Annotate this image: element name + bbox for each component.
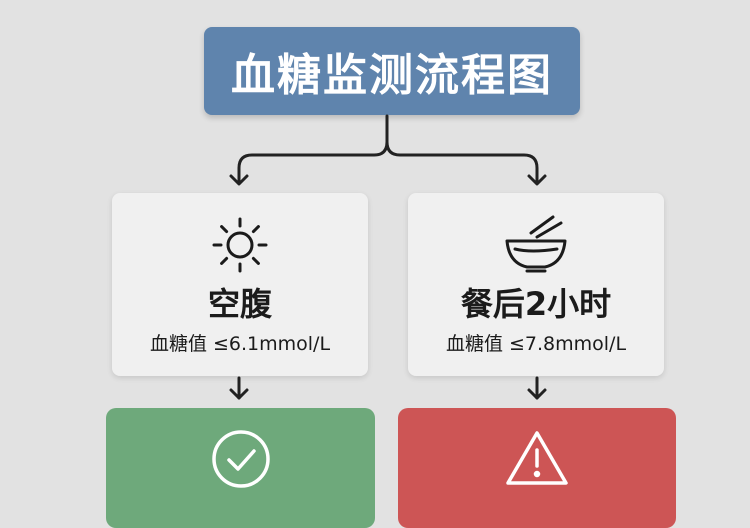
arrowhead-left-lower (229, 388, 249, 400)
warning-result-box (398, 408, 676, 528)
fasting-threshold: 血糖值 ≤6.1mmol/L (149, 333, 331, 355)
sun-icon (112, 213, 368, 277)
connector-right-branch (385, 140, 539, 185)
connector-lines (229, 114, 547, 400)
arrowhead-left-top (229, 174, 249, 186)
postmeal-card: 餐后2小时 血糖值 ≤7.8mmol/L (408, 193, 664, 376)
arrowhead-right-top (527, 174, 547, 186)
warning-triangle-icon (398, 428, 676, 488)
bowl-chopsticks-icon (408, 213, 664, 277)
flowchart-title: 血糖监测流程图 (204, 27, 580, 115)
normal-result-box (106, 408, 375, 528)
fasting-label: 空腹 (207, 285, 272, 323)
connector-trunk (237, 114, 389, 185)
postmeal-label: 餐后2小时 (460, 285, 612, 323)
postmeal-threshold: 血糖值 ≤7.8mmol/L (445, 333, 627, 355)
arrowhead-right-lower (527, 388, 547, 400)
fasting-card: 空腹 血糖值 ≤6.1mmol/L (112, 193, 368, 376)
check-circle-icon (106, 428, 375, 490)
